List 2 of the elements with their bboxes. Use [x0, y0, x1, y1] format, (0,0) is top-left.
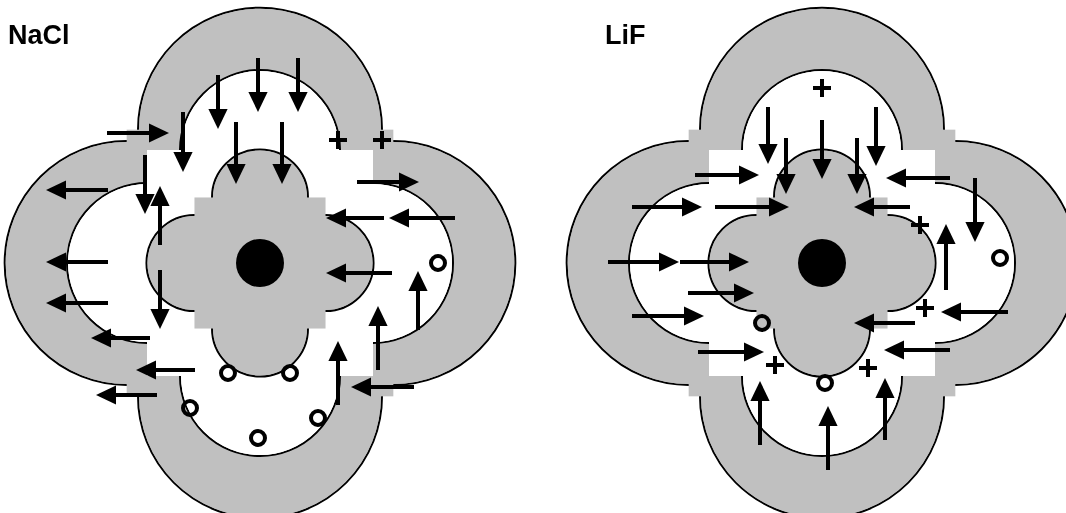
panel-label: LiF [605, 22, 646, 49]
panel-label: NaCl [8, 22, 70, 49]
